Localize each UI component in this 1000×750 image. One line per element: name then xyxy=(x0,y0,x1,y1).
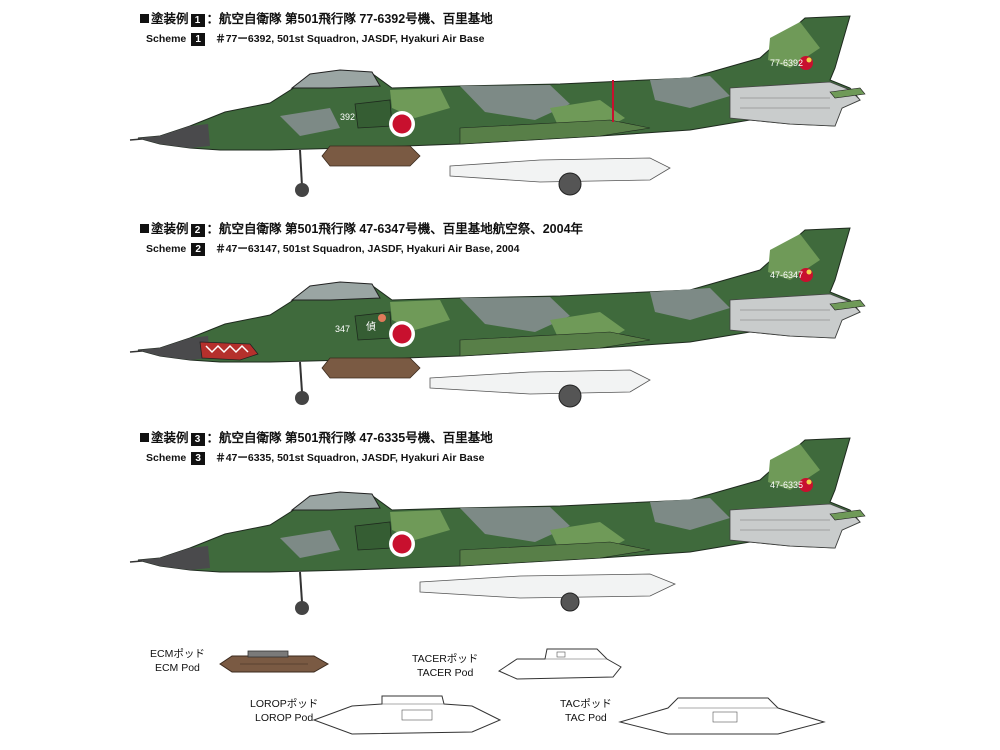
scheme-1-title-en: Scheme 1＃77ー6392, 501st Squadron, JASDF,… xyxy=(146,33,485,46)
recon-pod-icon xyxy=(618,697,826,735)
tail-number: 77-6392 xyxy=(770,58,803,68)
ecm-pod-drawing xyxy=(219,650,330,673)
tail-number: 47-6347 xyxy=(770,270,803,280)
fighter-aircraft-icon: 47-6335 xyxy=(129,437,866,615)
tacer-pod-drawing xyxy=(497,648,622,680)
scheme-3-title-en: Scheme 3＃47ー6335, 501st Squadron, JASDF,… xyxy=(146,452,485,465)
tail-number: 47-6335 xyxy=(770,480,803,490)
fighter-aircraft-icon: 77-6392 392 xyxy=(129,15,866,197)
recon-pod-icon xyxy=(497,648,622,680)
shark-mouth-marking xyxy=(199,341,259,361)
lorop-pod-drawing xyxy=(312,695,502,735)
squadron-woodpecker-emblem-icon xyxy=(799,478,813,492)
hinomaru-roundel-icon xyxy=(389,111,415,137)
recon-pod-icon xyxy=(219,650,330,673)
scheme-1-aircraft-profile: 77-6392 392 xyxy=(129,15,866,197)
nose-number: 392 xyxy=(340,112,355,122)
recon-pod-icon xyxy=(312,695,502,735)
kanji-mark: 偵 xyxy=(366,320,376,333)
nose-number: 347 xyxy=(335,324,350,334)
squadron-woodpecker-emblem-icon xyxy=(799,56,813,70)
scheme-3-aircraft-profile: 47-6335 xyxy=(129,437,866,615)
tac-pod-drawing xyxy=(618,697,826,735)
hinomaru-roundel-icon xyxy=(389,531,415,557)
hinomaru-roundel-icon xyxy=(389,321,415,347)
scheme-2-title-en: Scheme 2＃47ー63147, 501st Squadron, JASDF… xyxy=(146,243,520,256)
fighter-aircraft-icon: 47-6347 347 偵 xyxy=(129,227,866,408)
squadron-woodpecker-emblem-icon xyxy=(799,268,813,282)
scheme-2-aircraft-profile: 47-6347 347 偵 xyxy=(129,227,866,408)
